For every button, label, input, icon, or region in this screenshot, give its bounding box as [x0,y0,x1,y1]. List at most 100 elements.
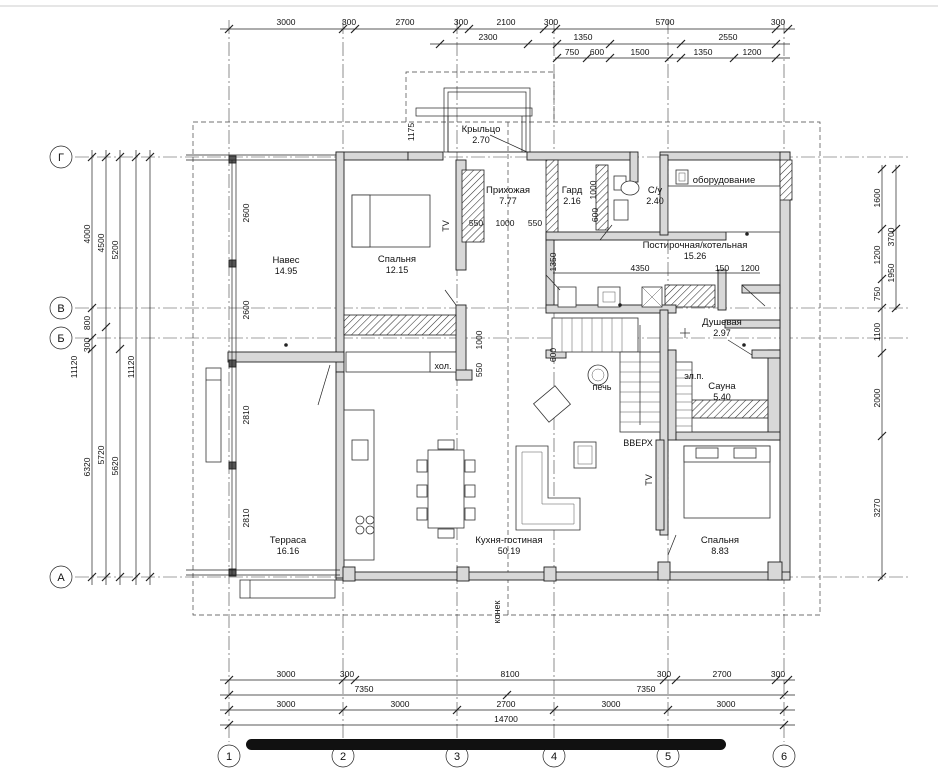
top-dimensions: 3000 300 2700 300 2100 300 5700 300 2300… [220,17,795,63]
axis-label-4: 4 [551,751,557,763]
axis-bubble-g: Г [49,145,73,169]
room-name-naves: Навес [272,255,299,266]
tv-label-1: TV [441,220,451,232]
dim-left-total2: 11120 [126,356,136,379]
dim-bot3-3: 2700 [497,699,516,709]
dim-right2-2: 1950 [886,263,896,282]
dim-bot-6: 300 [771,669,785,679]
dim-inner-550b: 550 [528,218,542,228]
room-area-kukhnya: 50.19 [498,546,521,556]
dim-right2-1: 3700 [886,227,896,246]
dim-left-1: 4000 [82,224,92,243]
label-pech: печь [593,382,612,392]
terrace-canopy [186,154,340,599]
dim-left3-2: 5620 [110,456,120,475]
room-name-postirochnaya: Постирочная/котельная [643,240,748,251]
dim-inner-550c: 550 [474,363,484,377]
dim-bot3-1: 3000 [277,699,296,709]
room-labels: Крыльцо 2.70 Прихожая 7.77 Гард 2.16 С/у… [270,124,755,556]
porch [415,87,533,153]
axis-label-1: 1 [226,751,232,763]
label-elp: эл.п. [684,371,704,381]
stairs [551,317,661,433]
dim-left-mid-4: 2810 [241,508,251,527]
axis-label-2: 2 [340,751,346,763]
dim-top-6: 300 [544,17,558,27]
dim-inner-1200: 1200 [741,263,760,273]
room-area-prikhozhaya: 7.77 [499,196,517,206]
room-area-dushevaya: 2.97 [713,328,731,338]
dim-bot3-5: 3000 [717,699,736,709]
room-area-spalnya2: 8.83 [711,546,729,556]
dim-left-mid-2: 2600 [241,300,251,319]
horizontal-scrollbar[interactable] [246,739,726,750]
dim-top3-3: 1500 [631,47,650,57]
axis-label-g: Г [58,152,64,164]
dim-left-mid-1: 2600 [241,203,251,222]
dim-top3-1: 750 [565,47,579,57]
dim-top3-5: 1200 [743,47,762,57]
dim-right-5: 2000 [872,388,882,407]
dim-bot3-4: 3000 [602,699,621,709]
room-area-su: 2.40 [646,196,664,206]
dim-bot2-2: 7350 [637,684,656,694]
dim-bot3-2: 3000 [391,699,410,709]
dim-top-5: 2100 [497,17,516,27]
room-name-prikhozhaya: Прихожая [486,185,530,196]
room-area-gard: 2.16 [563,196,581,206]
axis-bubble-a: А [49,565,73,589]
dim-right-3: 750 [872,287,882,301]
misc-labels: TV TV хол. печь ВВЕРХ эл.п. конек [435,220,704,623]
roof-outline [192,71,821,616]
room-name-dushevaya: Душевая [702,317,742,328]
room-area-terrasa: 16.16 [277,546,300,556]
dim-top-1: 3000 [277,17,296,27]
room-name-gard: Гард [562,185,583,196]
dim-inner-1000a: 1000 [588,180,598,199]
room-area-postirochnaya: 15.26 [684,251,707,261]
tv-label-2: TV [644,474,654,486]
dim-top3-4: 1350 [694,47,713,57]
room-name-terrasa: Терраса [270,535,307,546]
dim-inner-1175: 1175 [406,123,416,142]
dim-right-6: 3270 [872,498,882,517]
dim-bot-total: 14700 [494,714,518,724]
dim-bot2-1: 7350 [355,684,374,694]
dim-left-4: 6320 [82,457,92,476]
dim-right-1: 1600 [872,188,882,207]
label-vverkh: ВВЕРХ [623,438,653,448]
dim-inner-1000c: 1000 [474,330,484,349]
inner-dimensions: 1175 1000 550 550 1000 1350 600 1000 550… [241,123,760,527]
dim-inner-600b: 600 [548,348,558,362]
dim-left-3: 300 [82,338,92,352]
room-name-spalnya1: Спальня [378,254,416,265]
dim-top2-3: 2550 [719,32,738,42]
axis-bubble-b: Б [49,326,73,350]
right-dimensions: 1600 1200 750 1100 2000 3270 3700 1950 [872,164,901,582]
dim-left-2: 800 [82,316,92,330]
room-name-sauna: Сауна [708,381,736,392]
axis-label-v: В [57,303,64,315]
dim-inner-1350: 1350 [548,252,558,271]
walls [227,151,793,582]
dim-right-2: 1200 [872,245,882,264]
axis-bubble-6: 6 [772,744,796,768]
dim-bot-1: 3000 [277,669,296,679]
dim-inner-4350: 4350 [631,263,650,273]
axis-label-3: 3 [454,751,460,763]
dim-top-8: 300 [771,17,785,27]
dim-left-mid-3: 2810 [241,405,251,424]
dim-inner-550a: 550 [469,218,483,228]
left-dimensions: 4000 800 300 6320 4500 5720 5200 5620 11… [69,150,155,585]
axis-label-b: Б [57,333,64,345]
axis-label-a: А [57,572,65,584]
room-area-naves: 14.95 [275,266,298,276]
dim-bot-4: 300 [657,669,671,679]
room-name-kukhnya: Кухня-гостиная [475,535,542,546]
dim-bot-2: 300 [340,669,354,679]
dim-top-2: 300 [342,17,356,27]
dim-inner-600a: 600 [590,208,600,222]
axis-bubble-1: 1 [217,744,241,768]
dim-left3-1: 5200 [110,240,120,259]
